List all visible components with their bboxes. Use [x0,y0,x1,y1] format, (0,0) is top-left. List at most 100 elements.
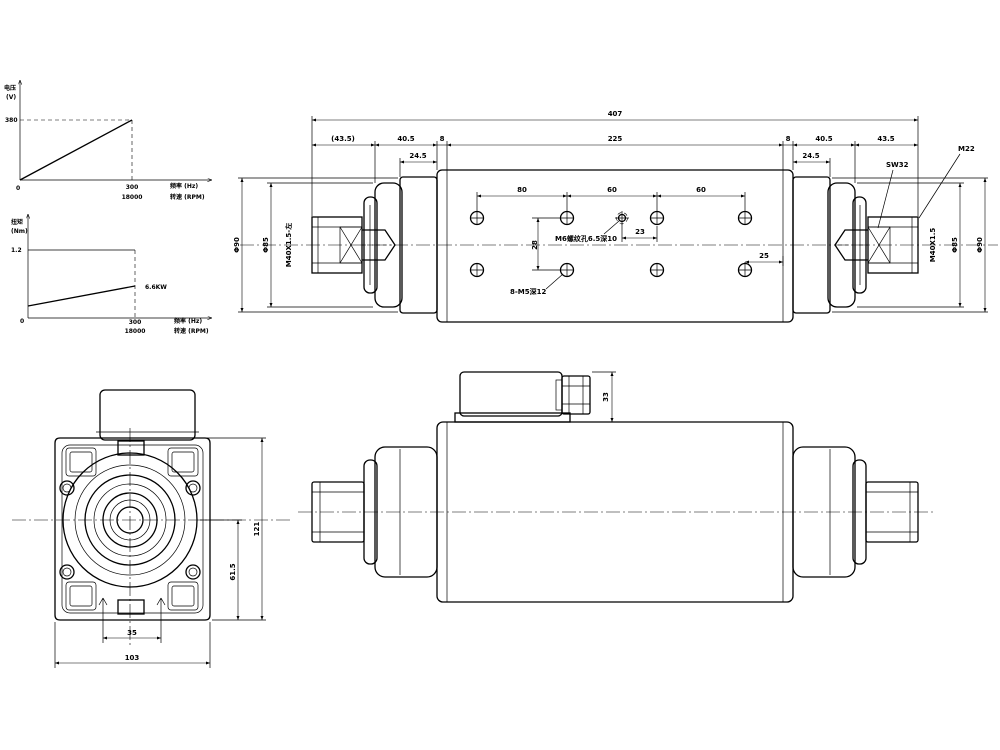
collet-label: M22 [958,145,975,153]
corner-bolt-hole-inner [62,483,72,493]
right-housing-length-label: 40.5 [815,135,832,143]
hole-center-marks [471,211,751,276]
side-right-shaft-nut [865,481,919,543]
voltage-x-origin: 0 [16,185,20,192]
top-left-pocket-inner [69,451,93,473]
side-right-nut-lines [866,482,918,542]
mount-holes-note: 8-M5深12 [510,287,546,296]
corner-bolt-hole-inner [62,567,72,577]
mount-hole [649,262,665,278]
left-inner-dia-label: Φ85 [262,237,270,253]
mounting-holes [469,210,753,278]
front-nut-inner [109,499,151,541]
torque-y-label: 扭矩 [11,218,23,226]
voltage-y-label: 电压 [4,84,16,92]
voltage-y-unit: (V) [6,94,16,101]
right-outer-dia-label: Φ90 [976,237,984,253]
housing-inner-edge [61,444,204,614]
corner-bolt-hole [185,480,201,496]
side-left-housing [374,446,438,578]
top-view: 80 60 60 23 28 25 M6螺纹孔6.5深10 8-M5深12 40… [233,110,998,323]
voltage-chart: 电压 (V) 380 0 300 18000 频率 (Hz) 转速 (RPM) [4,80,212,201]
left-housing-length-label: 40.5 [397,135,414,143]
torque-chart: 扭矩 (Nm) 1.2 6.6KW 0 300 18000 频率 (Hz) 转速… [11,214,212,335]
hole-dim-extension-lines [476,192,784,271]
front-nut-outer [102,492,158,548]
top-tab [117,440,145,456]
bottom-right-pocket [167,581,199,611]
right-housing-step [792,176,831,314]
hole-row-spacing-label: 28 [531,240,539,250]
side-cable-gland-neck [555,379,563,411]
front-bearing-cap-inner [93,483,167,557]
torque-x-freq-tick: 300 [129,319,142,326]
torque-y-value: 1.2 [11,247,22,254]
center-hole-leader [603,220,620,235]
hole-pitch-3-label: 60 [696,186,706,194]
left-nut-length-label: (43.5) [331,135,355,143]
corner-bolt-hole [59,564,75,580]
left-wrench-flat-diagonal-2 [339,226,363,264]
left-outer-dia-label: Φ90 [233,237,241,253]
front-view: 35 103 121 61.5 [12,389,292,668]
collet-leader [918,153,961,219]
front-boss-ring [74,464,186,576]
right-step-label: 24.5 [802,152,819,160]
right-foot-marker [156,597,166,616]
torque-x-rpm-tick: 18000 [125,328,146,335]
left-housing [374,182,403,308]
left-chamfer-label: 8 [440,135,445,143]
voltage-x-freq-tick: 300 [126,184,139,191]
bottom-left-pocket-inner [69,585,93,607]
bottom-left-pocket [65,581,97,611]
wrench-size-leader [877,169,894,229]
housing-outline [54,437,211,621]
bottom-tab [117,599,145,615]
overall-length-label: 407 [608,110,623,118]
voltage-x-rpm-tick: 18000 [122,194,143,201]
corner-bolt-hole-inner [188,483,198,493]
torque-x-rpm-label: 转速 (RPM) [174,327,209,335]
terminal-height-label: 33 [602,392,610,402]
edge-offset-label: 25 [759,252,769,260]
hole-pitch-2-label: 60 [607,186,617,194]
power-curve [27,285,136,307]
hole-pitch-1-label: 80 [517,186,527,194]
side-view: 33 [298,371,935,603]
voltage-curve [19,119,133,181]
side-terminal-box [459,371,563,417]
side-left-nut-lines [312,482,364,542]
mount-hole [559,262,575,278]
left-foot-marker [98,597,108,616]
right-wrench-flat-diagonal-2 [867,226,891,264]
center-hole-note: M6螺纹孔6.5深10 [555,234,617,243]
body-length-label: 225 [608,135,623,143]
side-left-shaft-nut [311,481,365,543]
voltage-x-freq-label: 频率 (Hz) [170,182,198,190]
torque-x-freq-label: 频率 (Hz) [174,317,202,325]
power-label: 6.6KW [145,284,167,291]
side-cable-gland [561,375,591,415]
right-thread-label: M40X1.5 [929,228,937,263]
left-housing-step [399,176,438,314]
front-bearing-cap [84,474,176,566]
right-collet-cone [834,229,868,261]
voltage-y-value: 380 [5,117,18,124]
top-right-pocket-inner [171,451,195,473]
center-height-label: 61.5 [229,563,237,580]
left-collet-cone [362,229,396,261]
side-right-housing [792,446,856,578]
voltage-x-rpm-label: 转速 (RPM) [170,193,205,201]
side-cable-gland-flats [562,376,590,414]
torque-y-unit: (Nm) [11,228,28,235]
length-extension-lines [311,116,919,216]
front-extension-lines [54,437,266,668]
height-label: 121 [253,522,261,537]
front-collet-bore [116,506,144,534]
mount-hole [737,262,753,278]
width-label: 103 [125,654,140,662]
mount-hole [469,262,485,278]
center-hole-offset-label: 23 [635,228,645,236]
right-inner-dia-label: Φ85 [951,237,959,253]
